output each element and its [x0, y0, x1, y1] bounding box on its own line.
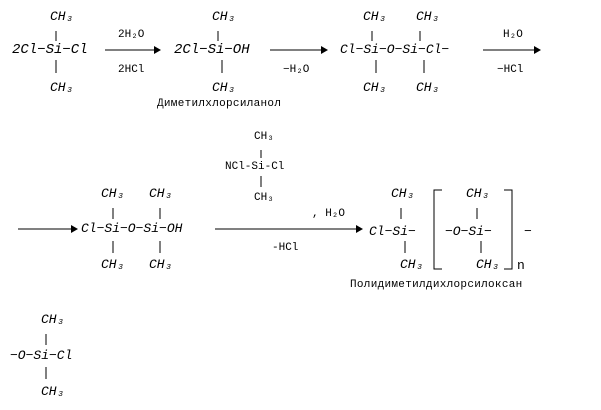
methyl-group: CH₃: [50, 80, 74, 95]
methyl-group: CH₃: [254, 131, 274, 143]
siloxanol-formula: Cl−Si−O−Si−OH: [81, 221, 183, 236]
repeat-unit-formula: −O−Si−: [445, 224, 492, 239]
right-bracket: [504, 189, 513, 270]
reagent-formula: NCl-Si-Cl: [225, 161, 285, 173]
disiloxane-formula: Cl−Si−O−Si−Cl−: [340, 42, 450, 57]
methyl-group: CH₃: [149, 186, 173, 201]
methyl-group: CH₃: [50, 9, 74, 24]
methyl-group: CH₃: [149, 257, 173, 272]
methyl-group: CH₃: [476, 257, 500, 272]
methyl-group: CH₃: [101, 257, 125, 272]
methyl-group: CH₃: [363, 80, 387, 95]
trailing-bond: −: [524, 224, 532, 239]
methyl-group: CH₃: [212, 9, 236, 24]
methyl-group: CH₃: [416, 9, 440, 24]
methyl-group: CH₃: [212, 80, 236, 95]
methyl-group: CH₃: [400, 257, 424, 272]
left-bracket: [433, 189, 442, 270]
arrow-2-byproduct: −H₂O: [283, 64, 310, 76]
methyl-group: CH₃: [41, 312, 65, 327]
methyl-group: CH₃: [101, 186, 125, 201]
arrow-1-byproduct: 2HCl: [118, 64, 145, 76]
arrow-1-reagent: 2H₂O: [118, 29, 145, 41]
arrowhead: [321, 46, 328, 54]
end-group-formula: Cl−Si−: [369, 224, 416, 239]
compound-name: Диметилхлорсиланол: [157, 98, 282, 110]
compound-name: Полидиметилдихлорсилоксан: [350, 279, 523, 291]
arrow-5-reagent: , H₂O: [312, 208, 346, 220]
repeat-count-subscript: n: [517, 258, 525, 273]
arrow-5-byproduct: -HCl: [272, 242, 299, 254]
arrowhead: [356, 225, 363, 233]
methyl-group: CH₃: [254, 192, 274, 204]
arrowhead: [154, 46, 161, 54]
arrow-3-byproduct: −HCl: [497, 64, 524, 76]
arrowhead: [71, 225, 78, 233]
methyl-group: CH₃: [416, 80, 440, 95]
methyl-group: CH₃: [466, 186, 490, 201]
arrow-3-reagent: H₂O: [503, 29, 523, 41]
methyl-group: CH₃: [391, 186, 415, 201]
dimethylchlorosilanol-formula: 2Cl−Si−OH: [174, 42, 250, 58]
methyl-group: CH₃: [41, 384, 65, 399]
siloxy-chloride-formula: −O−Si−Cl: [10, 348, 73, 363]
methyl-group: CH₃: [363, 9, 387, 24]
arrowhead: [534, 46, 541, 54]
dimethyldichlorosilane-formula: 2Cl−Si−Cl: [12, 42, 88, 58]
